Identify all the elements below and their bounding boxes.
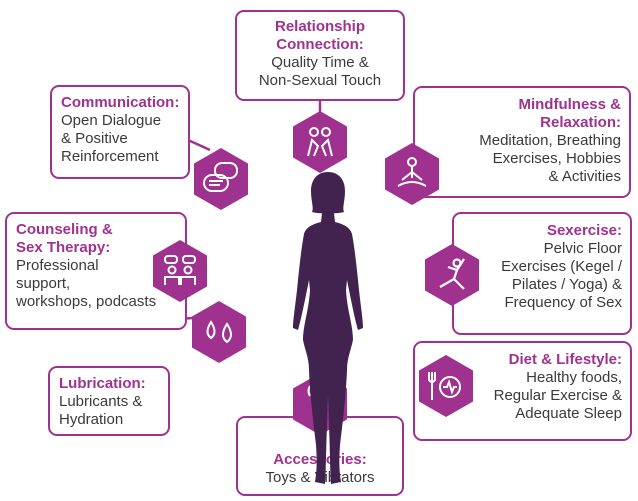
lubrication-title: Lubrication:	[59, 375, 146, 392]
female-figure	[293, 172, 363, 484]
sexercise-title: Sexercise:	[546, 222, 622, 239]
relationship-desc-1: Quality Time &	[271, 54, 369, 71]
healthy-eating-icon	[418, 354, 474, 418]
sexercise-desc-3: Pilates / Yoga) &	[511, 276, 622, 293]
relationship-desc-2: Non-Sexual Touch	[258, 72, 382, 89]
communication-desc-3: Reinforcement	[61, 148, 159, 165]
counseling-desc-1: Professional	[16, 257, 99, 274]
diet-desc-3: Adequate Sleep	[515, 405, 622, 422]
lubrication-desc-2: Hydration	[59, 411, 124, 428]
relationship-title-2: Connection:	[276, 36, 364, 53]
mindfulness-desc-3: & Activities	[548, 168, 621, 185]
communication-title: Communication:	[61, 94, 180, 111]
exercise-icon	[424, 243, 480, 307]
meditation-icon	[384, 142, 440, 206]
couple-icon	[292, 110, 348, 174]
diet-title: Diet & Lifestyle:	[508, 351, 622, 368]
sexercise-box: Sexercise: Pelvic Floor Exercises (Kegel…	[452, 212, 632, 335]
sexercise-desc-1: Pelvic Floor	[543, 240, 622, 257]
relationship-connection-box: Relationship Connection: Quality Time & …	[235, 10, 405, 101]
sexercise-desc-4: Frequency of Sex	[504, 294, 622, 311]
counseling-title-1: Counseling &	[16, 221, 113, 238]
mindfulness-desc-1: Meditation, Breathing	[479, 132, 621, 149]
communication-box: Communication: Open Dialogue & Positive …	[50, 85, 190, 179]
mindfulness-box: Mindfulness & Relaxation: Meditation, Br…	[413, 86, 631, 198]
counseling-title-2: Sex Therapy:	[16, 239, 111, 256]
communication-desc-1: Open Dialogue	[61, 112, 162, 129]
chat-bubbles-icon	[193, 147, 249, 211]
relationship-title-1: Relationship	[274, 18, 365, 35]
mindfulness-desc-2: Exercises, Hobbies	[492, 150, 621, 167]
lubrication-desc-1: Lubricants &	[59, 393, 143, 410]
mindfulness-title-2: Relaxation:	[540, 114, 621, 131]
counseling-box: Counseling & Sex Therapy: Professional s…	[5, 212, 187, 330]
communication-desc-2: & Positive	[61, 130, 128, 147]
droplets-icon	[191, 300, 247, 364]
counseling-desc-2: support,	[16, 275, 71, 292]
diet-desc-1: Healthy foods,	[526, 369, 622, 386]
counseling-desc-3: workshops, podcasts	[16, 293, 157, 310]
sexercise-desc-2: Exercises (Kegel /	[501, 258, 622, 275]
diet-desc-2: Regular Exercise &	[493, 387, 622, 404]
counseling-icon	[152, 239, 208, 303]
lubrication-box: Lubrication: Lubricants & Hydration	[48, 366, 170, 436]
mindfulness-title-1: Mindfulness &	[518, 96, 621, 113]
